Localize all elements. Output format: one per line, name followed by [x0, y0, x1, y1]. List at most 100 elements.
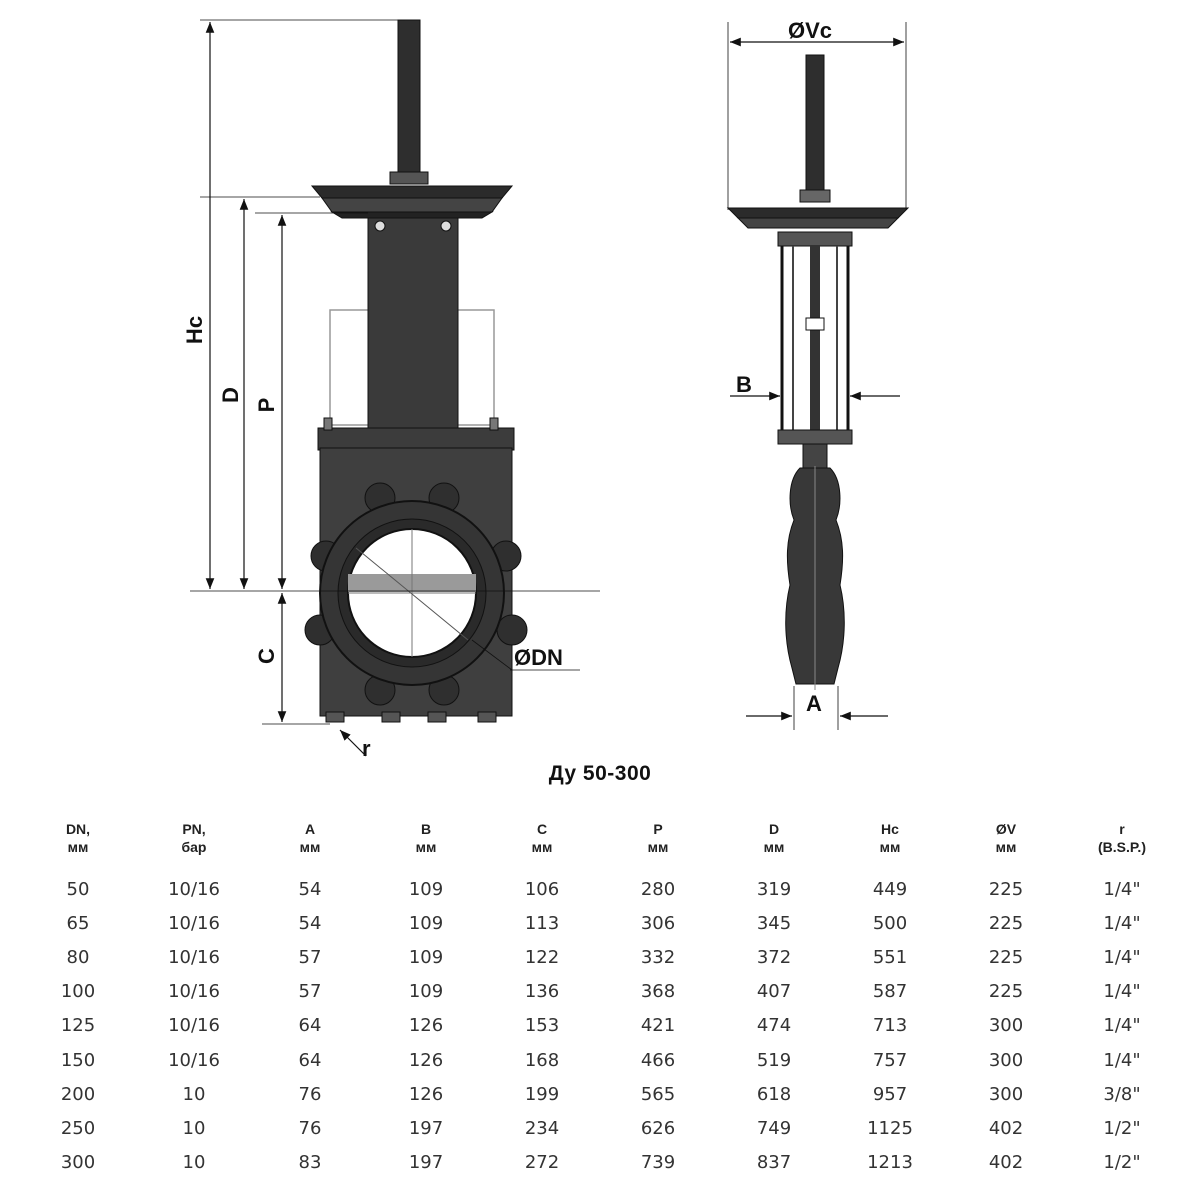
side-view: ØVc B A — [726, 18, 910, 730]
table-cell: 372 — [756, 946, 792, 968]
table-cell: 54 — [298, 878, 322, 900]
table-cell: 57 — [298, 946, 322, 968]
table-cell: 225 — [988, 981, 1024, 1003]
table-cell: 739 — [640, 1152, 676, 1174]
table-cell: 109 — [408, 912, 444, 934]
b-label: B — [736, 372, 752, 397]
table-cell: 300 — [60, 1152, 96, 1174]
side-handwheel — [726, 207, 910, 219]
table-cell: 713 — [872, 1015, 908, 1037]
table-cell: 225 — [988, 946, 1024, 968]
table-cell: 1/4" — [1103, 878, 1141, 900]
table-cell: 136 — [524, 981, 560, 1003]
table-cell: 153 — [524, 1015, 560, 1037]
table-cell: 197 — [408, 1152, 444, 1174]
table-cell: 407 — [756, 981, 792, 1003]
table-cell: 272 — [524, 1152, 560, 1174]
table-cell: 1213 — [867, 1152, 913, 1174]
table-cell: 3/8" — [1103, 1083, 1141, 1105]
side-stem — [805, 54, 825, 196]
yoke-plate — [367, 217, 459, 463]
table-cell: 280 — [640, 878, 676, 900]
stem — [397, 19, 421, 179]
table-cell: 50 — [66, 878, 90, 900]
table-cell: 421 — [640, 1015, 676, 1037]
table-cell: 109 — [408, 981, 444, 1003]
table-cell: 551 — [872, 946, 908, 968]
table-cell: 749 — [756, 1117, 792, 1139]
table-cell: 402 — [988, 1152, 1024, 1174]
table-cell: 113 — [524, 912, 560, 934]
table-cell: 76 — [298, 1083, 322, 1105]
table-cell: 122 — [524, 946, 560, 968]
table-cell: 10/16 — [168, 1015, 220, 1037]
table-cell: 319 — [756, 878, 792, 900]
table-cell: 449 — [872, 878, 908, 900]
table-cell: 306 — [640, 912, 676, 934]
table-cell: 10/16 — [168, 1049, 220, 1071]
table-cell: 300 — [988, 1083, 1024, 1105]
table-cell: 10/16 — [168, 912, 220, 934]
table-cell: 1/4" — [1103, 981, 1141, 1003]
header-dn: DN,мм — [65, 821, 91, 855]
table-cell: 197 — [408, 1117, 444, 1139]
table-cell: 54 — [298, 912, 322, 934]
table-cell: 466 — [640, 1049, 676, 1071]
table-cell: 500 — [872, 912, 908, 934]
table-cell: 1/4" — [1103, 912, 1141, 934]
a-label: A — [806, 691, 822, 716]
table-cell: 10 — [182, 1083, 206, 1105]
header-r: r(B.S.P.) — [1098, 821, 1146, 855]
table-cell: 837 — [756, 1152, 792, 1174]
table-cell: 10/16 — [168, 878, 220, 900]
table-cell: 65 — [66, 912, 90, 934]
table-cell: 332 — [640, 946, 676, 968]
table-cell: 1/2" — [1103, 1152, 1141, 1174]
hc-label: Hc — [182, 316, 207, 344]
table-cell: 109 — [408, 878, 444, 900]
table-cell: 109 — [408, 946, 444, 968]
table-cell: 10/16 — [168, 946, 220, 968]
table-cell: 234 — [524, 1117, 560, 1139]
valve-technical-drawing: Hc D P C ØDN r — [182, 18, 910, 760]
table-cell: 10 — [182, 1152, 206, 1174]
c-label: C — [254, 648, 279, 664]
front-dimensions — [190, 19, 600, 757]
table-cell: 1/4" — [1103, 1015, 1141, 1037]
table-cell: 126 — [408, 1083, 444, 1105]
table-cell: 1/2" — [1103, 1117, 1141, 1139]
table-cell: 1125 — [867, 1117, 913, 1139]
d-label: D — [218, 387, 243, 403]
header-pn: PN,бар — [181, 821, 207, 855]
table-cell: 225 — [988, 912, 1024, 934]
table-cell: 10/16 — [168, 981, 220, 1003]
table-cell: 957 — [872, 1083, 908, 1105]
table-cell: 150 — [60, 1049, 96, 1071]
vc-label: ØVc — [788, 18, 832, 43]
side-dimensions — [727, 22, 907, 730]
size-range-caption: Ду 50-300 — [548, 762, 652, 785]
table-cell: 83 — [298, 1152, 322, 1174]
table-cell: 300 — [988, 1049, 1024, 1071]
table-cell: 368 — [640, 981, 676, 1003]
front-view: Hc D P C ØDN r — [182, 19, 600, 760]
table-row: 300 10 83 197 272 739 837 1213 402 1/2" — [20, 1146, 1180, 1180]
table-cell: 57 — [298, 981, 322, 1003]
table-cell: 200 — [60, 1083, 96, 1105]
table-cell: 757 — [872, 1049, 908, 1071]
table-cell: 64 — [298, 1015, 322, 1037]
